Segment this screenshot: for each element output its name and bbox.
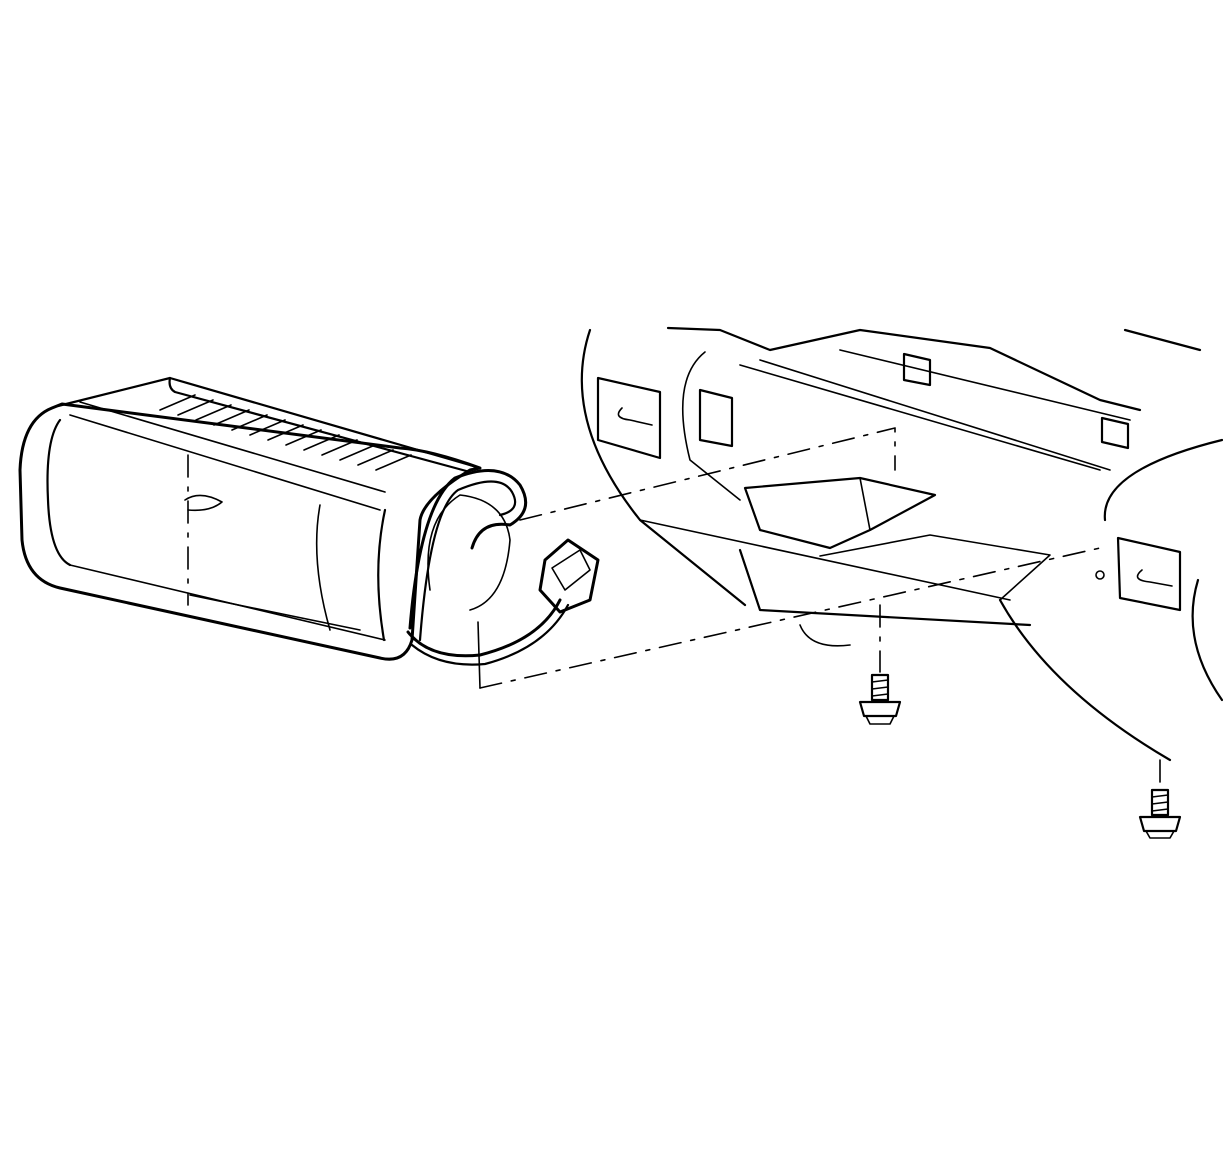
wiring-harness-connector: [406, 427, 1101, 689]
mounting-bracket: [580, 326, 1223, 762]
inflator-module: [18, 376, 482, 661]
bolt-right: [1138, 759, 1182, 839]
module-vent-slots: [159, 394, 412, 471]
bolt-left: [858, 604, 902, 725]
line-art: [18, 326, 1223, 839]
